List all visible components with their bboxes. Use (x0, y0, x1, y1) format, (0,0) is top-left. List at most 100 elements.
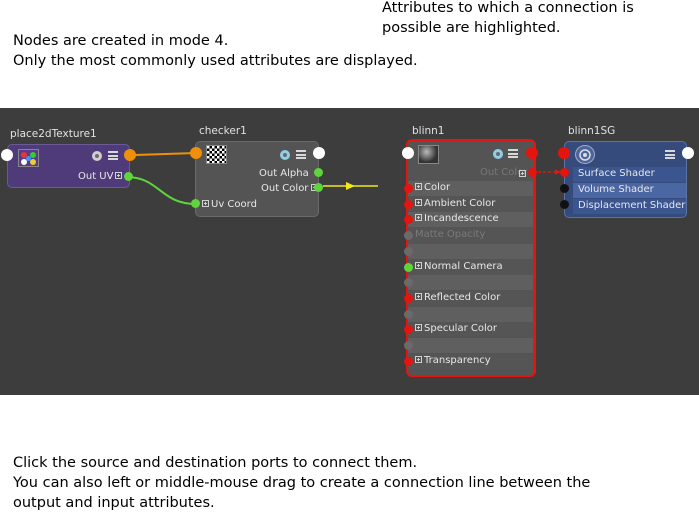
blinn-attr-row (408, 306, 533, 322)
wire-uvcoord (125, 176, 197, 205)
attr-out-color: Out Color (261, 183, 320, 194)
attr-surface-shader: Surface Shader (578, 168, 655, 179)
attr-volume-shader: Volume Shader (578, 184, 654, 195)
blinn-out-color-port[interactable] (528, 168, 537, 177)
node-blinn1sg[interactable]: Surface Shader Volume Shader Displacemen… (564, 141, 687, 218)
annotation-line: Click the source and destination ports t… (13, 455, 418, 471)
blinn-input-attr-port[interactable] (404, 278, 413, 288)
sg-input-port[interactable] (558, 147, 570, 159)
expand-icon[interactable] (519, 170, 526, 177)
expand-icon[interactable] (415, 261, 422, 269)
blinn-input-attr-port[interactable] (404, 184, 413, 193)
port-label-out-uv: Out UV (78, 171, 124, 182)
blinn-attr-label: Reflected Color (415, 292, 500, 303)
blinn-input-attr-port[interactable] (404, 246, 413, 256)
blinn-attr-row (408, 290, 533, 306)
swatch-place2d-icon (18, 149, 39, 167)
node-checker[interactable]: Out Alpha Out Color Uv Coord (195, 141, 319, 217)
attr-label-text: Incandescence (424, 213, 499, 225)
node-title-place2d: place2dTexture1 (10, 128, 97, 140)
wire-uv-to-checker (134, 152, 197, 156)
blinn-attr-label: Ambient Color (415, 198, 495, 209)
blinn-input-attr-port[interactable] (404, 325, 413, 335)
menu-lines-icon[interactable] (508, 149, 518, 158)
checker-swatch-icon (206, 145, 227, 164)
out-alpha-port[interactable] (314, 168, 323, 177)
out-uv-port[interactable] (124, 172, 133, 181)
checker-input-port[interactable] (190, 147, 202, 159)
blinn-attr-label: Matte Opacity (415, 229, 485, 240)
attr-row (573, 199, 686, 214)
attr-row (573, 167, 686, 182)
out-color-label: Out Color (261, 183, 309, 194)
node-editor-graph[interactable]: place2dTexture1 Out UV checker1 Out Alph… (0, 108, 699, 395)
blinn-input-attr-port[interactable] (404, 293, 413, 303)
uv-coord-port[interactable] (191, 199, 200, 208)
node-title-blinn: blinn1 (412, 125, 445, 137)
node-title-sg: blinn1SG (568, 125, 616, 137)
blinn-attr-label: Transparency (415, 355, 491, 366)
attr-uv-coord: Uv Coord (202, 199, 257, 210)
blinn-input-port[interactable] (402, 147, 414, 159)
blinn-attr-row (408, 338, 533, 353)
surface-shader-port[interactable] (560, 168, 569, 177)
node-place2dtexture[interactable]: Out UV (7, 144, 130, 188)
expand-icon[interactable] (415, 214, 422, 222)
annotation-connect: Click the source and destination ports t… (13, 453, 590, 513)
expand-icon[interactable] (415, 292, 422, 300)
annotation-line: output and input attributes. (13, 495, 215, 511)
blinn-attr-row (408, 259, 533, 275)
displacement-shader-port[interactable] (560, 200, 569, 209)
menu-lines-icon[interactable] (296, 150, 306, 159)
place2d-input-port[interactable] (1, 149, 13, 161)
annotation-line: Only the most commonly used attributes a… (13, 53, 418, 69)
out-uv-label: Out UV (78, 171, 114, 182)
node-title-checker: checker1 (199, 125, 247, 137)
attr-label-text: Normal Camera (424, 260, 503, 272)
expand-icon[interactable] (415, 198, 422, 206)
out-color-port[interactable] (314, 183, 323, 192)
blinn-input-attr-port[interactable] (404, 262, 413, 272)
attr-label-text: Matte Opacity (415, 229, 486, 241)
annotation-line: Attributes to which a connection is (382, 0, 634, 16)
checker-output-port[interactable] (313, 147, 325, 159)
blinn-attr-label: Normal Camera (415, 261, 503, 272)
volume-shader-port[interactable] (560, 184, 569, 193)
blinn-input-attr-port[interactable] (404, 215, 413, 225)
attr-label-text: Reflected Color (424, 291, 501, 303)
blinn-input-attr-port[interactable] (404, 309, 413, 319)
blinn-sphere-icon (418, 145, 439, 164)
blinn-attr-row (408, 243, 533, 259)
annotation-line: You can also left or middle-mouse drag t… (13, 475, 591, 491)
mode-badge-icon[interactable] (493, 149, 503, 159)
attr-label-text: Ambient Color (424, 197, 496, 209)
blinn-input-attr-port[interactable] (404, 199, 413, 209)
attr-out-alpha: Out Alpha (259, 168, 309, 179)
blinn-output-port[interactable] (526, 147, 538, 159)
mode-badge-icon[interactable] (92, 151, 102, 161)
blinn-attr-row (408, 322, 533, 338)
expand-icon[interactable] (202, 200, 209, 207)
expand-icon[interactable] (415, 183, 422, 190)
place2d-output-port[interactable] (124, 149, 136, 161)
expand-icon[interactable] (415, 355, 422, 363)
menu-lines-icon[interactable] (108, 151, 118, 160)
uv-coord-label: Uv Coord (211, 199, 257, 210)
blinn-attr-label: Color (415, 182, 450, 193)
annotation-node-mode: Nodes are created in mode 4. Only the mo… (13, 31, 418, 71)
blinn-attr-label: Incandescence (415, 213, 499, 224)
attr-label-text: Transparency (424, 354, 491, 366)
expand-icon[interactable] (115, 172, 123, 179)
connection-wires (125, 152, 561, 205)
expand-icon[interactable] (415, 324, 422, 332)
blinn-input-attr-port[interactable] (404, 231, 413, 241)
blinn-input-attr-port[interactable] (404, 341, 413, 350)
mode-badge-icon[interactable] (280, 150, 290, 160)
blinn-attr-row (408, 353, 533, 369)
blinn-attr-row (408, 212, 533, 228)
menu-lines-icon[interactable] (665, 150, 675, 159)
attr-row (573, 183, 686, 198)
annotation-highlight: Attributes to which a connection is poss… (382, 0, 634, 38)
sg-output-port[interactable] (682, 147, 694, 159)
blinn-input-attr-port[interactable] (404, 356, 413, 366)
